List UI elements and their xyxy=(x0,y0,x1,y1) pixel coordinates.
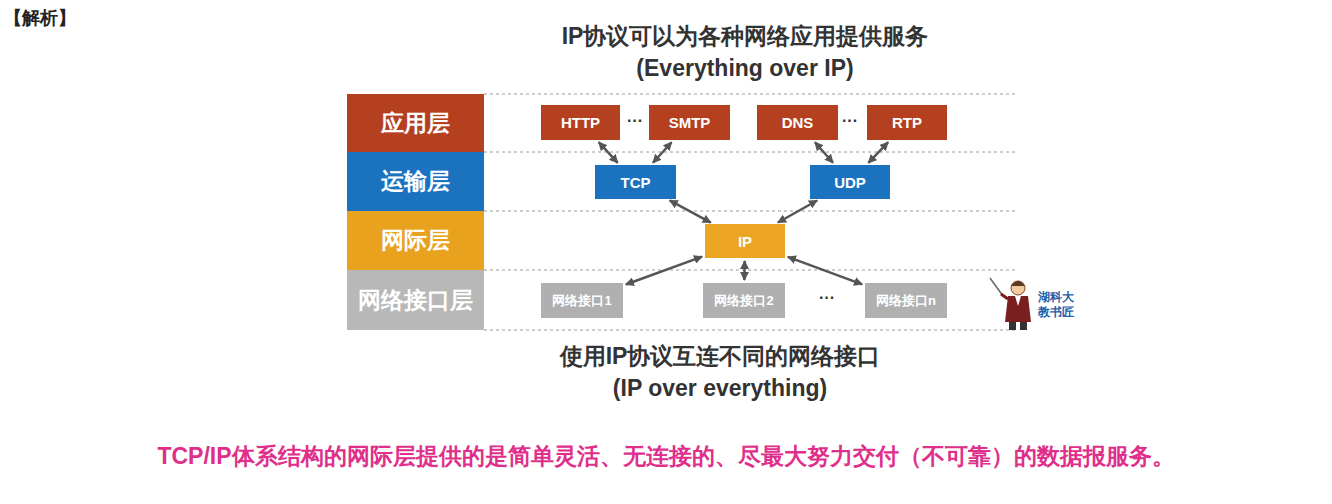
connector-arrow xyxy=(788,257,862,284)
watermark: 湖科大 教书匠 xyxy=(1036,290,1075,320)
ellipsis: ··· xyxy=(627,112,643,130)
connector-arrow xyxy=(868,142,888,163)
node-label: 网络接口2 xyxy=(714,292,773,310)
protocol-box: UDP xyxy=(810,165,890,199)
protocol-box: HTTP xyxy=(541,105,620,140)
diagram-title: IP协议可以为各种网络应用提供服务 (Everything over IP) xyxy=(560,20,930,84)
protocol-box: DNS xyxy=(757,105,838,140)
protocol-box: SMTP xyxy=(649,105,730,140)
node-label: HTTP xyxy=(561,114,600,131)
node-label: 网际层 xyxy=(381,225,450,256)
node-label: RTP xyxy=(892,114,922,131)
node-label: TCP xyxy=(621,174,651,191)
ellipsis: ··· xyxy=(819,289,835,307)
layer-band: 应用层 xyxy=(347,94,484,152)
teacher-figure xyxy=(990,278,1031,330)
connector-arrow xyxy=(778,200,817,222)
layer-band: 网际层 xyxy=(347,211,484,270)
connector-arrow xyxy=(653,142,672,163)
interface-box: 网络接口n xyxy=(865,283,947,318)
connector-arrow xyxy=(599,142,618,163)
ellipsis: ··· xyxy=(842,112,858,130)
node-label: IP xyxy=(738,233,752,250)
node-label: 网络接口1 xyxy=(552,292,611,310)
connector-arrow xyxy=(743,261,746,280)
connector-arrow xyxy=(626,257,702,285)
interface-box: 网络接口1 xyxy=(541,283,623,318)
node-label: UDP xyxy=(834,174,866,191)
node-label: 网络接口n xyxy=(876,292,936,310)
layer-divider xyxy=(484,94,1015,330)
section-heading: 【解析】 xyxy=(4,6,76,30)
interface-box: 网络接口2 xyxy=(703,283,785,318)
layer-band: 运输层 xyxy=(347,152,484,211)
caption-text: TCP/IP体系结构的网际层提供的是简单灵活、无连接的、尽最大努力交付（不可靠）… xyxy=(157,441,1174,472)
node-label: DNS xyxy=(782,114,814,131)
protocol-box: TCP xyxy=(595,165,676,199)
protocol-box: RTP xyxy=(867,105,947,140)
node-label: 应用层 xyxy=(381,108,450,139)
node-label: SMTP xyxy=(669,114,711,131)
node-label: 网络接口层 xyxy=(358,285,473,316)
connector-arrow xyxy=(815,142,833,163)
protocol-box: IP xyxy=(705,224,785,258)
connector-arrow xyxy=(670,200,711,222)
node-label: 运输层 xyxy=(381,166,450,197)
layer-band: 网络接口层 xyxy=(347,270,484,330)
sub-caption: 使用IP协议互连不同的网络接口 (IP over everything) xyxy=(558,340,882,404)
